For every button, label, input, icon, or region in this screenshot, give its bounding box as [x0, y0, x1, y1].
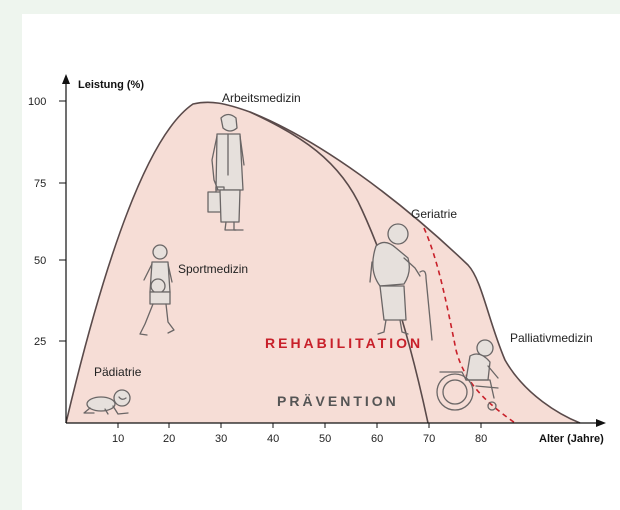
- y-tick-label: 100: [28, 96, 46, 108]
- crawling-baby-icon: [83, 389, 131, 415]
- prevention-curve: [249, 111, 429, 424]
- label-arbeitsmedizin: Arbeitsmedizin: [222, 91, 301, 105]
- person-in-wheelchair-icon: [436, 339, 499, 411]
- label-geriatrie: Geriatrie: [411, 207, 457, 221]
- x-axis-title: Alter (Jahre): [539, 433, 604, 445]
- x-tick-label: 80: [475, 433, 487, 445]
- x-tick-label: 70: [423, 433, 435, 445]
- x-tick-label: 50: [319, 433, 331, 445]
- label-sportmedizin: Sportmedizin: [178, 262, 248, 276]
- rehabilitation-dashed-curve: [423, 227, 516, 424]
- x-tick-label: 60: [371, 433, 383, 445]
- x-tick-label: 30: [215, 433, 227, 445]
- worker-with-briefcase-icon: [207, 113, 245, 231]
- label-rehabilitation: REHABILITATION: [265, 335, 423, 351]
- y-tick-label: 75: [34, 178, 46, 190]
- label-praevention: PRÄVENTION: [277, 393, 399, 409]
- x-tick-label: 40: [267, 433, 279, 445]
- x-axis-arrow: [596, 419, 606, 427]
- label-paediatrie: Pädiatrie: [94, 365, 142, 379]
- y-axis-arrow: [62, 74, 70, 84]
- outer-performance-curve: [65, 101, 581, 424]
- elderly-man-with-cane-icon: [369, 223, 433, 341]
- x-ticks: [117, 423, 482, 428]
- x-tick-label: 10: [112, 433, 124, 445]
- y-tick-label: 50: [34, 255, 46, 267]
- y-axis-title: Leistung (%): [78, 79, 144, 91]
- performance-area: [66, 102, 580, 423]
- label-palliativmedizin: Palliativmedizin: [510, 331, 593, 345]
- x-tick-label: 20: [163, 433, 175, 445]
- y-ticks: [59, 100, 66, 342]
- y-tick-label: 25: [34, 336, 46, 348]
- child-with-ball-icon: [139, 244, 175, 336]
